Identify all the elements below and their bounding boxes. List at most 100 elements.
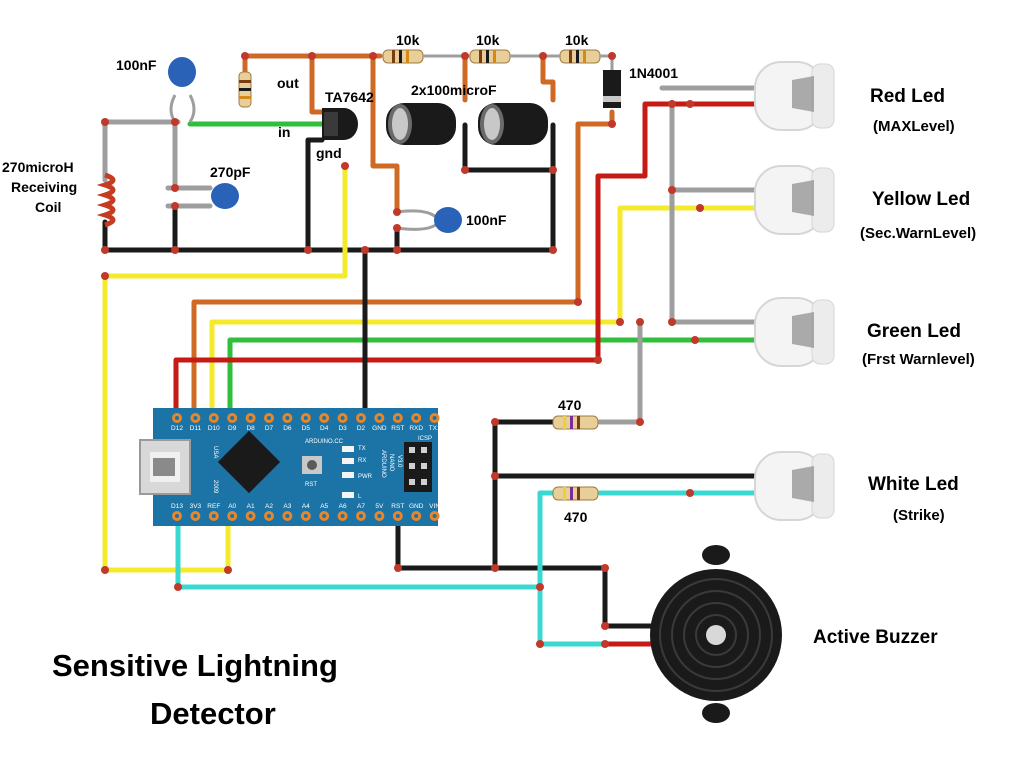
receiving-coil — [96, 172, 116, 228]
labels: 100nF 270microH Receiving Coil 270pF out… — [2, 32, 976, 731]
model-line1: ARDUINO — [380, 450, 386, 478]
label-cap-100nf-mid: 100nF — [466, 212, 507, 228]
wire-orange-mid — [370, 53, 400, 215]
arduino-pin-hole — [193, 416, 198, 420]
arduino-pin-hole — [340, 514, 345, 518]
icsp-label: ICSP — [418, 436, 432, 442]
wire-cyan-d13 — [175, 513, 663, 647]
arduino-pin-label: A1 — [247, 503, 255, 510]
label-transistor: TA7642 — [325, 89, 374, 105]
label-led-white-level: (Strike) — [893, 507, 945, 524]
resistor-470-bottom — [552, 486, 599, 501]
resistor-10k-1 — [382, 49, 424, 64]
arduino-pin-label: A2 — [265, 503, 273, 510]
led-red — [754, 61, 835, 131]
resistor-vertical — [238, 71, 252, 108]
arduino-pin-label: D4 — [320, 425, 329, 432]
label-led-red-level: (MAXLevel) — [873, 118, 955, 135]
arduino-pin-label: D6 — [283, 425, 292, 432]
arduino-pin-hole — [359, 514, 363, 518]
arduino-pin-hole — [377, 514, 382, 518]
wire-green-d9 — [227, 337, 698, 421]
transistor-ta7642 — [322, 108, 358, 140]
wire-red-d12 — [173, 101, 698, 421]
label-res-470-bottom: 470 — [564, 509, 588, 525]
arduino-pin-hole — [267, 416, 271, 420]
label-led-yellow-level: (Sec.WarnLevel) — [860, 225, 976, 242]
arduino-pin-label: REF — [207, 503, 220, 510]
arduino-pin-hole — [432, 416, 437, 420]
resistor-10k-2 — [469, 49, 511, 64]
wire-gray-coil-top — [102, 119, 181, 183]
label-led-white: White Led — [868, 474, 959, 495]
arduino-pin-label: RST — [391, 425, 404, 432]
capacitor-270pf — [211, 183, 239, 209]
arduino-pin-hole — [285, 514, 290, 518]
led-pwr-label: PWR — [358, 474, 373, 480]
arduino-pin-hole — [193, 514, 198, 518]
arduino-pin-hole — [248, 416, 253, 420]
arduino-pin-label: D9 — [228, 425, 237, 432]
resistor-470-top — [552, 415, 599, 430]
arduino-pin-hole — [322, 416, 327, 420]
arduino-pin-hole — [248, 514, 253, 518]
arduino-pin-label: GND — [372, 425, 387, 432]
arduino-pin-hole — [267, 514, 271, 518]
electrolytic-capacitor-2 — [478, 103, 548, 145]
arduino-pin-hole — [395, 514, 400, 518]
arduino-pin-label: TX1 — [429, 425, 441, 432]
wire-black-gnd-bottom — [395, 513, 663, 629]
wire-gray-common — [669, 101, 763, 193]
arduino-pin-label: D2 — [357, 425, 366, 432]
label-coil-line2: Receiving — [11, 179, 77, 195]
electrolytic-capacitor-1 — [386, 103, 456, 145]
led-l-label: L — [358, 494, 362, 500]
arduino-pin-hole — [211, 416, 216, 420]
arduino-pin-label: D10 — [208, 425, 220, 432]
arduino-pin-label: VIN — [429, 503, 440, 510]
wire-gray-470 — [597, 319, 643, 425]
arduino-brand-label: ARDUINO.CC — [305, 439, 344, 445]
wire-orange-diode — [191, 109, 615, 421]
capacitor-100nf-mid — [396, 207, 462, 233]
label-tr-gnd: gnd — [316, 145, 342, 161]
usa-label: USA — [212, 446, 218, 458]
arduino-pin-label: D7 — [265, 425, 274, 432]
wire-cyan-470 — [537, 490, 556, 590]
led-white — [754, 451, 835, 521]
label-led-green-level: (Frst Warnlevel) — [862, 351, 975, 368]
label-led-green: Green Led — [867, 321, 961, 342]
diagram-title-line2: Detector — [150, 696, 276, 731]
label-led-yellow: Yellow Led — [872, 189, 970, 210]
label-res-470-top: 470 — [558, 397, 582, 413]
arduino-pin-hole — [359, 416, 363, 420]
arduino-pin-label: A4 — [302, 503, 310, 510]
label-tr-in: in — [278, 124, 290, 140]
arduino-pin-label: GND — [409, 503, 424, 510]
label-tr-out: out — [277, 75, 299, 91]
year-label: 2009 — [212, 480, 218, 494]
arduino-pin-label: D12 — [171, 425, 183, 432]
label-caps-electrolytic: 2x100microF — [411, 82, 497, 98]
led-yellow — [754, 165, 835, 235]
capacitor-100nf-top — [168, 57, 196, 123]
wire-yellow-a0 — [102, 163, 348, 573]
arduino-pin-label: D3 — [338, 425, 347, 432]
diagram-title-line1: Sensitive Lightning — [52, 648, 338, 683]
arduino-pin-label: D8 — [246, 425, 255, 432]
label-res-10k-3: 10k — [565, 32, 589, 48]
wire-yellow-d10 — [209, 205, 703, 421]
led-tx-label: TX — [358, 446, 366, 452]
label-coil-line1: 270microH — [2, 159, 74, 175]
arduino-pin-hole — [303, 416, 308, 420]
diode-1n4001 — [603, 56, 621, 108]
arduino-pin-label: A5 — [320, 503, 328, 510]
arduino-pin-label: A6 — [339, 503, 347, 510]
arduino-pin-label: D13 — [171, 503, 183, 510]
arduino-pin-hole — [285, 416, 290, 420]
arduino-pin-hole — [211, 514, 216, 518]
